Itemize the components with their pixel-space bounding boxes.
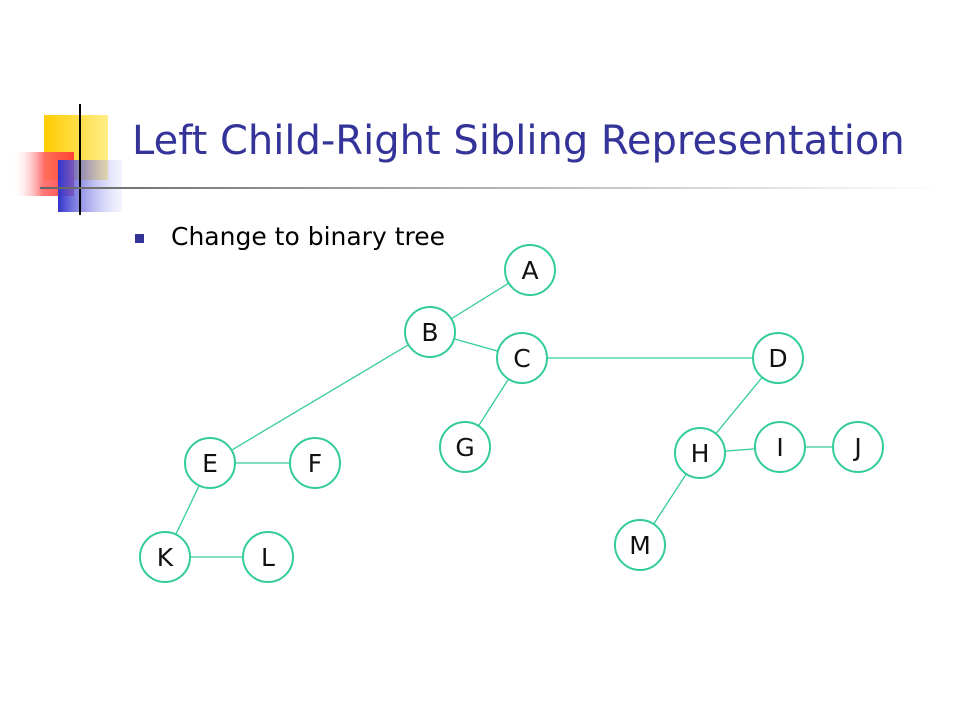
node-label-i: I: [776, 433, 783, 462]
node-label-g: G: [455, 433, 474, 462]
node-f: F: [289, 437, 341, 489]
bullet-square-icon: [135, 234, 144, 243]
node-g: G: [439, 421, 491, 473]
title-underline: [40, 187, 940, 189]
node-h: H: [674, 427, 726, 479]
node-m: M: [614, 519, 666, 571]
node-circle-i: [754, 421, 806, 473]
node-d: D: [752, 332, 804, 384]
node-label-d: D: [768, 344, 787, 373]
node-circle-c: [496, 332, 548, 384]
node-k: K: [139, 531, 191, 583]
node-circle-d: [752, 332, 804, 384]
node-label-a: A: [521, 256, 538, 285]
node-label-f: F: [308, 449, 322, 478]
node-circle-k: [139, 531, 191, 583]
node-circle-h: [674, 427, 726, 479]
bullet-text: Change to binary tree: [171, 222, 445, 251]
node-label-j: J: [852, 433, 861, 462]
node-circle-b: [404, 306, 456, 358]
node-circle-m: [614, 519, 666, 571]
slide-title: Left Child-Right Sibling Representation: [132, 118, 905, 164]
tree-nodes: A B C D E F G H I J K L M: [139, 244, 884, 583]
node-label-m: M: [629, 531, 651, 560]
node-circle-f: [289, 437, 341, 489]
node-label-h: H: [691, 439, 710, 468]
node-label-k: K: [157, 543, 174, 572]
node-circle-l: [242, 531, 294, 583]
node-label-c: C: [513, 344, 530, 373]
node-circle-g: [439, 421, 491, 473]
node-circle-e: [184, 437, 236, 489]
node-l: L: [242, 531, 294, 583]
deco-blue-square: [58, 160, 122, 212]
node-circle-j: [832, 421, 884, 473]
node-label-e: E: [202, 449, 218, 478]
tree-edges: [164, 269, 858, 558]
node-i: I: [754, 421, 806, 473]
node-label-l: L: [261, 543, 275, 572]
node-b: B: [404, 306, 456, 358]
node-label-b: B: [421, 318, 438, 347]
node-circle-a: [504, 244, 556, 296]
edge-b-e: [209, 331, 431, 464]
node-a: A: [504, 244, 556, 296]
bullet-item: Change to binary tree: [135, 222, 445, 251]
node-c: C: [496, 332, 548, 384]
node-e: E: [184, 437, 236, 489]
node-j: J: [832, 421, 884, 473]
